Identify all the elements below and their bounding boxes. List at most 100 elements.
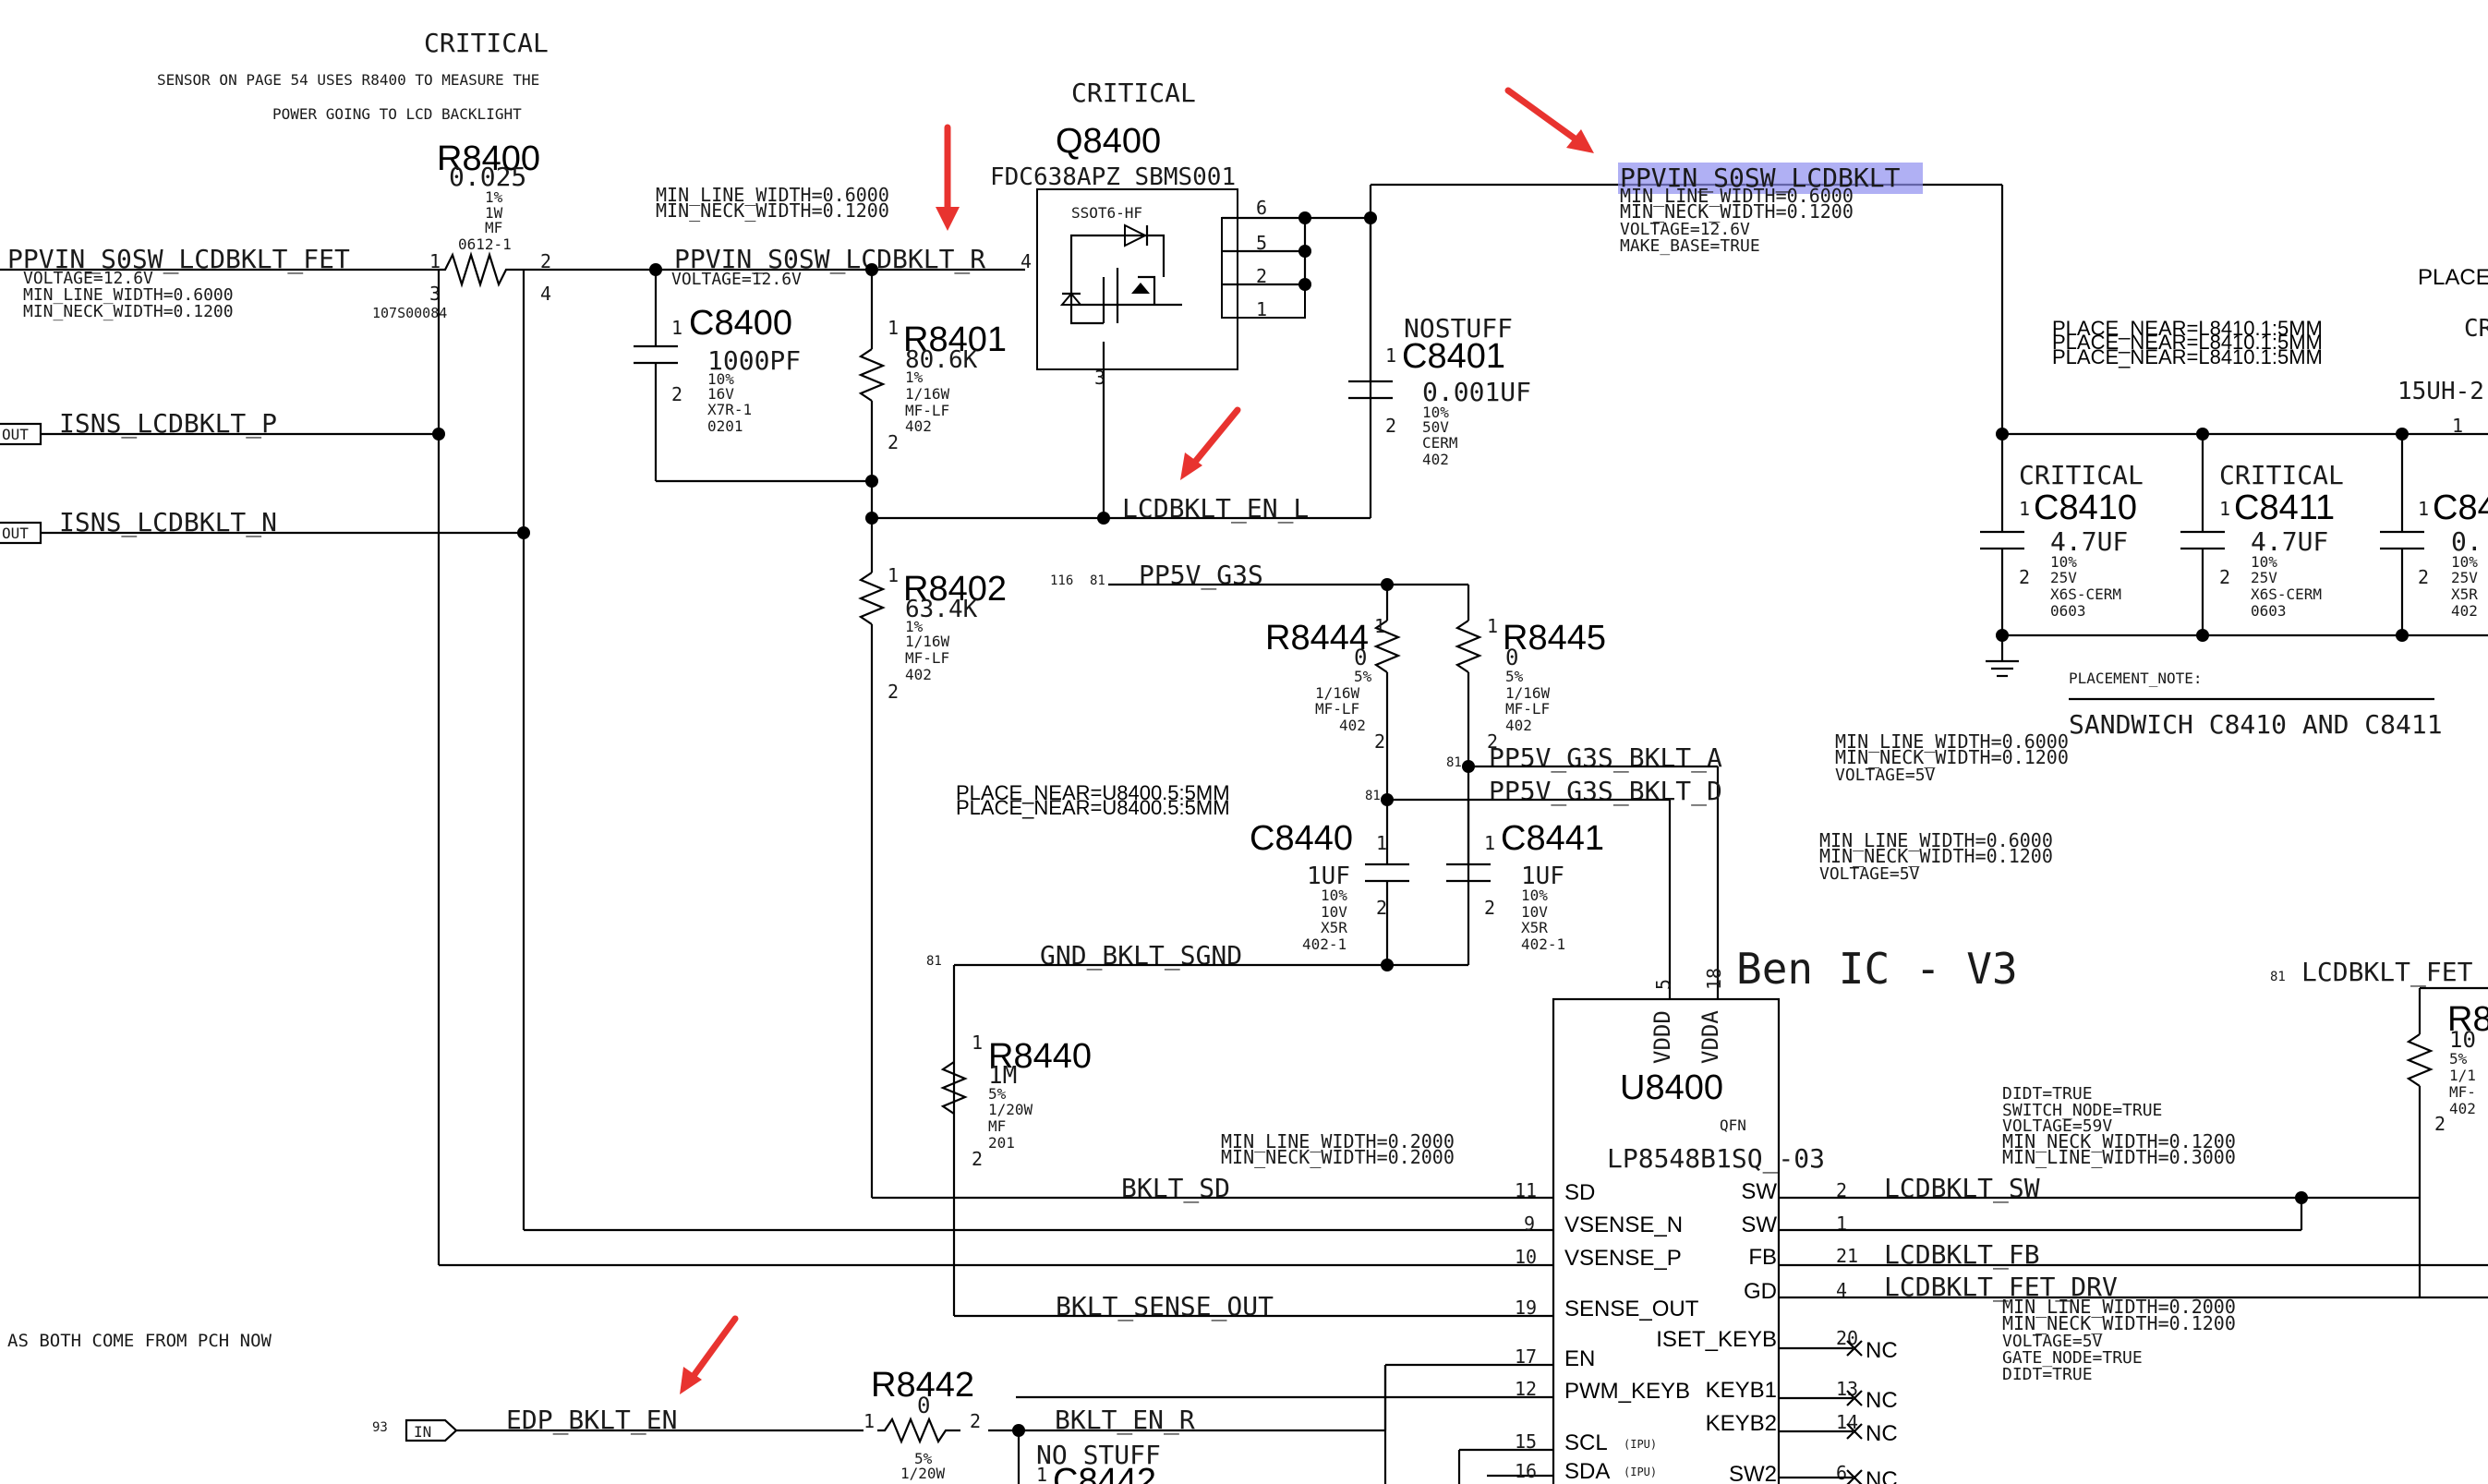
- c8440-ref: C8440: [1250, 819, 1353, 858]
- r8401-val: 80.6K: [905, 346, 978, 374]
- net-main-v: VOLTAGE=12.6V: [1620, 220, 1750, 239]
- svg-text:2: 2: [671, 383, 682, 405]
- net-edp: EDP_BKLT_EN: [506, 1405, 677, 1436]
- net-main-mlw: MIN_LINE_WIDTH=0.6000: [1620, 185, 1854, 207]
- svg-text:IN: IN: [414, 1423, 431, 1441]
- svg-text:21: 21: [1836, 1245, 1858, 1267]
- svg-text:6: 6: [1256, 197, 1267, 219]
- svg-text:10V: 10V: [1321, 903, 1347, 921]
- pin-vsense-p: VSENSE_P: [1564, 1246, 1682, 1271]
- r8400-val: 0.025: [449, 162, 526, 192]
- svg-text:VDDA: VDDA: [1697, 1010, 1723, 1064]
- net-sense-out: BKLT_SENSE_OUT: [1056, 1291, 1274, 1322]
- svg-text:4.7UF: 4.7UF: [2251, 526, 2328, 557]
- svg-text:2: 2: [540, 250, 551, 272]
- pin-keyb1: KEYB1: [1706, 1378, 1777, 1403]
- svg-text:0: 0: [1505, 645, 1518, 670]
- svg-text:0: 0: [1354, 645, 1367, 670]
- net-sd: BKLT_SD: [1121, 1173, 1230, 1204]
- r8400-p1: 1%: [485, 188, 503, 206]
- r8400-p4: 0612-1: [458, 235, 512, 253]
- svg-text:1UF: 1UF: [1521, 863, 1564, 890]
- svg-text:16: 16: [1515, 1460, 1537, 1482]
- r8440-symbol: [940, 1061, 968, 1115]
- place-near-l-1: PLACE_NEAR=L8410.1:5MM: [2052, 317, 2323, 340]
- port-in: [405, 1418, 458, 1442]
- sw-didt: DIDT=TRUE: [2002, 1084, 2093, 1104]
- svg-text:(IPU): (IPU): [1624, 1438, 1657, 1451]
- c8411-ref: C8411: [2234, 489, 2335, 527]
- q8400-ref: Q8400: [1056, 122, 1161, 161]
- q8400-body: [1036, 188, 1238, 370]
- svg-text:X5R: X5R: [1521, 919, 1548, 936]
- note-critical: CRITICAL: [424, 28, 549, 58]
- svg-text:2: 2: [2418, 566, 2429, 588]
- annotation-arrow-edp: [680, 1315, 739, 1394]
- place-right: PLACE: [2418, 265, 2488, 290]
- svg-text:81: 81: [1090, 573, 1105, 588]
- svg-text:1: 1: [972, 1032, 983, 1054]
- svg-text:OUT: OUT: [2, 525, 29, 542]
- svg-text:5%: 5%: [1354, 668, 1372, 685]
- svg-text:5%: 5%: [1505, 668, 1524, 685]
- svg-text:402-1: 402-1: [1302, 935, 1347, 953]
- mid2-mnw: MIN_NECK_WIDTH=0.1200: [1819, 845, 2053, 867]
- svg-text:MF-: MF-: [2449, 1083, 2476, 1101]
- svg-text:X6S-CERM: X6S-CERM: [2050, 585, 2121, 603]
- svg-text:X6S-CERM: X6S-CERM: [2251, 585, 2322, 603]
- svg-text:2: 2: [2019, 566, 2030, 588]
- svg-text:1/16W: 1/16W: [1315, 684, 1360, 702]
- svg-text:14: 14: [1836, 1411, 1858, 1433]
- svg-text:MF: MF: [988, 1117, 1006, 1135]
- svg-text:1M: 1M: [988, 1062, 1017, 1090]
- svg-text:402: 402: [905, 417, 932, 435]
- c8441-ref: C8441: [1501, 819, 1604, 858]
- svg-text:(IPU): (IPU): [1624, 1466, 1657, 1478]
- svg-text:NC: NC: [1866, 1421, 1898, 1446]
- placement-note: PLACEMENT_NOTE:: [2069, 670, 2203, 687]
- svg-text:1: 1: [1484, 832, 1495, 854]
- net-main[interactable]: PPVIN_S0SW_LCDBKLT: [1620, 163, 1901, 194]
- pin-iset: ISET_KEYB: [1656, 1327, 1777, 1352]
- net-en-l: LCDBKLT_EN_L: [1122, 493, 1309, 525]
- r8400-symbol: [436, 251, 517, 288]
- svg-text:402-1: 402-1: [1521, 935, 1565, 953]
- svg-text:1: 1: [1376, 832, 1387, 854]
- net-pp5v-d: PP5V_G3S_BKLT_D: [1489, 776, 1722, 807]
- svg-text:1/20W: 1/20W: [900, 1465, 946, 1482]
- svg-text:MF-LF: MF-LF: [905, 402, 949, 419]
- u8400-pkg: QFN: [1720, 1116, 1746, 1134]
- svg-text:1: 1: [2418, 498, 2429, 520]
- svg-text:1%: 1%: [905, 368, 924, 386]
- l-right-val: 15UH-2: [2397, 378, 2484, 405]
- place-near-l-2: PLACE_NEAR=L8410.1:5MM: [2052, 331, 2323, 354]
- mid2-v: VOLTAGE=5V: [1819, 864, 1920, 884]
- svg-text:0.: 0.: [2451, 526, 2482, 557]
- net-main-mnw: MIN_NECK_WIDTH=0.1200: [1620, 200, 1854, 223]
- svg-text:20: 20: [1836, 1327, 1858, 1349]
- svg-text:2: 2: [2219, 566, 2230, 588]
- net-fet-in-mlw: MIN_LINE_WIDTH=0.6000: [23, 285, 234, 305]
- pin-pwm: PWM_KEYB: [1564, 1379, 1690, 1404]
- svg-text:CRITICAL: CRITICAL: [2219, 460, 2344, 490]
- svg-text:4.7UF: 4.7UF: [2050, 526, 2128, 557]
- drv-v: VOLTAGE=5V: [2002, 1332, 2103, 1351]
- place-near-u-2: PLACE_NEAR=U8400.5:5MM: [956, 796, 1230, 819]
- svg-text:10%: 10%: [1521, 887, 1548, 904]
- net-sd-mlw: MIN_LINE_WIDTH=0.2000: [1221, 1130, 1455, 1152]
- svg-text:CRITICAL: CRITICAL: [2019, 460, 2144, 490]
- svg-text:4: 4: [540, 283, 551, 305]
- svg-text:0603: 0603: [2251, 602, 2287, 620]
- r8402-ref: R8402: [903, 570, 1007, 609]
- drv-mnw: MIN_NECK_WIDTH=0.1200: [2002, 1312, 2236, 1334]
- svg-text:4: 4: [1021, 250, 1032, 272]
- svg-text:201: 201: [988, 1134, 1015, 1152]
- sw-mnw: MIN_NECK_WIDTH=0.1200: [2002, 1130, 2236, 1152]
- svg-text:402: 402: [1339, 717, 1366, 734]
- svg-text:402: 402: [905, 666, 932, 683]
- svg-text:402: 402: [2451, 602, 2478, 620]
- u8400-pn: LP8548B1SQ_-03: [1607, 1143, 1825, 1175]
- q8400-pn: FDC638APZ_SBMS001: [990, 163, 1236, 191]
- svg-text:10%: 10%: [1422, 404, 1449, 421]
